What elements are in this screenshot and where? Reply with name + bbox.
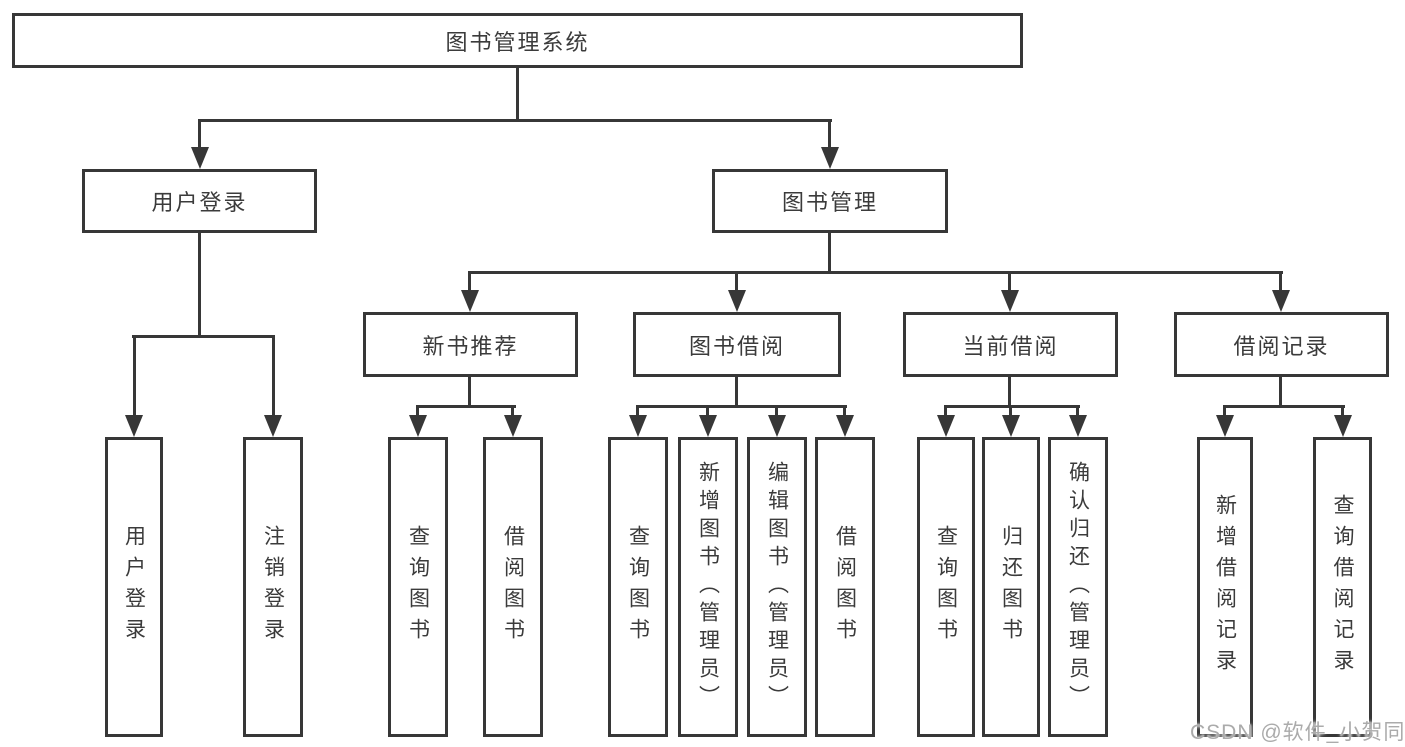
node-label: 查询图书 xyxy=(406,525,430,649)
arrow-down-icon xyxy=(728,290,746,312)
node-label: 新增借阅记录 xyxy=(1213,494,1237,680)
leaf-user-login: 用户登录 xyxy=(105,437,163,737)
node-book-borrowing: 图书借阅 xyxy=(633,312,841,377)
connector-stem xyxy=(1223,405,1226,418)
arrow-down-icon xyxy=(1002,415,1020,437)
connector-stem xyxy=(272,335,275,419)
arrow-down-icon xyxy=(821,147,839,169)
node-label: 图书借阅 xyxy=(688,333,785,359)
connector-stem xyxy=(416,405,419,418)
arrow-down-icon xyxy=(1069,415,1087,437)
node-borrowing-records: 借阅记录 xyxy=(1174,312,1389,377)
connector-stem xyxy=(1008,271,1011,293)
leaf-query-books-borrowing: 查询图书 xyxy=(608,437,668,737)
arrow-down-icon xyxy=(125,415,143,437)
arrow-down-icon xyxy=(409,415,427,437)
node-new-book-recommendation: 新书推荐 xyxy=(363,312,578,377)
leaf-confirm-return-admin: 确认归还（管理员） xyxy=(1048,437,1108,737)
connector-root-horizontal xyxy=(198,119,832,122)
arrow-down-icon xyxy=(699,415,717,437)
arrow-down-icon xyxy=(264,415,282,437)
arrow-down-icon xyxy=(504,415,522,437)
connector-stem xyxy=(1279,271,1282,293)
node-book-management: 图书管理 xyxy=(712,169,948,233)
arrow-down-icon xyxy=(1216,415,1234,437)
leaf-add-borrow-record: 新增借阅记录 xyxy=(1197,437,1253,737)
connector-stem xyxy=(735,271,738,293)
connector-newbook-vertical xyxy=(468,377,471,408)
node-label: 借阅图书 xyxy=(501,525,525,649)
arrow-down-icon xyxy=(1001,290,1019,312)
node-label: 查询图书 xyxy=(934,525,958,649)
connector-current-vertical xyxy=(1008,377,1011,408)
connector-stem xyxy=(1341,405,1344,418)
connector-userlogin-horizontal xyxy=(132,335,275,338)
connector-borrowing-horizontal xyxy=(636,405,847,408)
connector-stem xyxy=(468,271,471,293)
connector-stem xyxy=(944,405,947,418)
arrow-down-icon xyxy=(191,147,209,169)
connector-stem xyxy=(775,405,778,418)
connector-stem xyxy=(843,405,846,418)
leaf-add-books-admin: 新增图书（管理员） xyxy=(678,437,738,737)
connector-borrowing-vertical xyxy=(735,377,738,408)
node-label: 编辑图书（管理员） xyxy=(765,461,789,713)
leaf-borrow-books-recommendation: 借阅图书 xyxy=(483,437,543,737)
arrow-down-icon xyxy=(768,415,786,437)
arrow-down-icon xyxy=(1334,415,1352,437)
connector-records-vertical xyxy=(1279,377,1282,408)
connector-stem xyxy=(828,119,831,149)
leaf-query-books-current: 查询图书 xyxy=(917,437,975,737)
leaf-query-borrow-record: 查询借阅记录 xyxy=(1313,437,1372,737)
node-user-login-group: 用户登录 xyxy=(82,169,317,233)
node-label: 当前借阅 xyxy=(962,333,1059,359)
arrow-down-icon xyxy=(629,415,647,437)
connector-stem xyxy=(1076,405,1079,418)
node-label: 图书管理系统 xyxy=(445,29,590,55)
arrow-down-icon xyxy=(937,415,955,437)
node-label: 新增图书（管理员） xyxy=(696,461,720,713)
connector-userlogin-vertical xyxy=(198,233,201,338)
leaf-query-books-recommendation: 查询图书 xyxy=(388,437,448,737)
leaf-edit-books-admin: 编辑图书（管理员） xyxy=(747,437,807,737)
connector-stem xyxy=(1009,405,1012,418)
node-label: 用户登录 xyxy=(122,525,146,649)
node-label: 图书管理 xyxy=(781,190,878,215)
arrow-down-icon xyxy=(461,290,479,312)
node-label: 查询图书 xyxy=(626,525,650,649)
node-current-borrowing: 当前借阅 xyxy=(903,312,1118,377)
connector-stem xyxy=(198,119,201,149)
connector-bookmgmt-horizontal xyxy=(468,271,1283,274)
connector-stem xyxy=(636,405,639,418)
arrow-down-icon xyxy=(836,415,854,437)
connector-stem xyxy=(133,335,136,419)
connector-newbook-horizontal xyxy=(416,405,516,408)
node-label: 归还图书 xyxy=(999,525,1023,649)
connector-stem xyxy=(706,405,709,418)
node-library-management-system: 图书管理系统 xyxy=(12,13,1023,68)
leaf-borrow-books-borrowing: 借阅图书 xyxy=(815,437,875,737)
leaf-return-books: 归还图书 xyxy=(982,437,1040,737)
csdn-watermark: CSDN @软件_小贺同学 xyxy=(1190,721,1405,744)
node-label: 用户登录 xyxy=(151,190,248,215)
leaf-logout: 注销登录 xyxy=(243,437,303,737)
node-label: 借阅图书 xyxy=(833,525,857,649)
connector-current-horizontal xyxy=(944,405,1080,408)
connector-root-vertical xyxy=(516,68,519,122)
node-label: 查询借阅记录 xyxy=(1331,494,1354,680)
connector-bookmgmt-vertical xyxy=(828,233,831,274)
connector-records-horizontal xyxy=(1223,405,1345,408)
node-label: 新书推荐 xyxy=(422,333,519,359)
node-label: 借阅记录 xyxy=(1233,333,1330,359)
node-label: 确认归还（管理员） xyxy=(1066,461,1090,713)
connector-stem xyxy=(511,405,514,418)
node-label: 注销登录 xyxy=(261,525,285,649)
arrow-down-icon xyxy=(1272,290,1290,312)
